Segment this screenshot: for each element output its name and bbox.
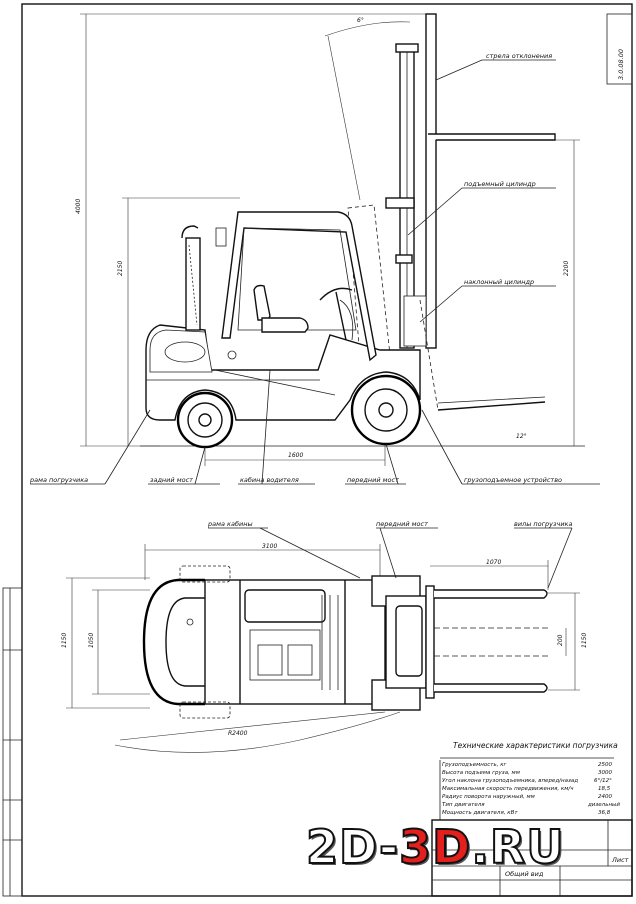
rear-wheel: [176, 391, 234, 449]
svg-text:18,5: 18,5: [598, 786, 611, 792]
spec-row: Радиус поворота наружный, мм 2400: [442, 794, 612, 800]
title-block: Лист Общий вид: [431, 819, 633, 897]
spec-row: Максимальная скорость передвижения, км/ч…: [442, 786, 611, 792]
driver-seat: [253, 284, 271, 321]
label-rear-axle: задний мост: [150, 476, 193, 484]
fork-raised: [428, 133, 556, 141]
top-view: 3100 1070 1150 1050 1150 200 R2400: [61, 520, 588, 753]
dim-wheelbase: 1600: [288, 452, 303, 459]
watermark-part3: .RU: [470, 819, 565, 875]
label-front-axle-top: передний мост: [376, 520, 428, 528]
seat-top: [244, 589, 326, 623]
spec-row: Тип двигателя дизельный: [442, 802, 620, 808]
dim-lift-height: 2200: [563, 261, 570, 276]
svg-text:Тип двигателя: Тип двигателя: [442, 802, 485, 808]
svg-text:Угол наклона грузоподъемника,: Угол наклона грузоподъемника, вперед/наз…: [442, 778, 578, 784]
svg-text:2500: 2500: [598, 762, 612, 768]
specs-title: Технические характеристики погрузчика: [453, 741, 618, 750]
dim-overall-length: 3100: [262, 543, 277, 550]
side-view: 4000 2150 2200 1600 6° 12°: [29, 13, 600, 485]
svg-text:Радиус поворота наружный, мм: Радиус поворота наружный, мм: [442, 794, 535, 800]
label-forks: вилы погрузчика: [514, 520, 572, 528]
fork-left-top: [434, 589, 548, 599]
carriage-top: [385, 595, 427, 689]
svg-text:дизельный: дизельный: [587, 802, 620, 808]
watermark-part1: 2D-: [305, 819, 400, 875]
label-lifting-device: грузоподъемное устройство: [464, 476, 562, 484]
svg-text:3000: 3000: [598, 770, 612, 776]
mast-outer: [425, 13, 437, 349]
spec-row: Высота подъема груза, мм 3000: [442, 770, 612, 776]
title-block-name: Общий вид: [505, 870, 544, 878]
dim-mast-tilt: 6°: [357, 17, 364, 24]
sheet-number: Лист: [611, 856, 629, 864]
label-front-axle: передний мост: [347, 476, 399, 484]
watermark-part2: 3D: [398, 819, 472, 875]
svg-text:Грузоподъемность, кг: Грузоподъемность, кг: [442, 762, 507, 768]
label-tilt-cylinder: наклонный цилиндр: [464, 278, 534, 286]
spec-row: Мощность двигателя, кВт 36,8: [442, 810, 611, 816]
dim-overall-height: 4000: [75, 199, 82, 214]
counterweight: [142, 578, 205, 706]
front-wheel: [350, 374, 422, 446]
dim-fork-spread: 200: [557, 634, 564, 646]
exhaust-pipe: [185, 237, 201, 331]
cab-frame: [221, 211, 377, 362]
label-cab: кабина водителя: [240, 476, 299, 484]
label-cab-frame: рама кабины: [207, 520, 253, 528]
dim-fork-length: 1070: [486, 559, 501, 566]
dim-cab-height: 2150: [117, 261, 124, 276]
label-lift-cylinder: подъемный цилиндр: [464, 180, 536, 188]
forklift-body: [145, 324, 421, 421]
sheet-frame: 3.0.08.00: [2, 3, 633, 897]
dim-body-width: 1050: [88, 633, 95, 648]
watermark-logo: 2D-3D.RU: [305, 816, 616, 878]
svg-text:Высота подъема груза, мм: Высота подъема груза, мм: [442, 770, 520, 776]
svg-text:6°/12°: 6°/12°: [594, 778, 612, 784]
dim-turn-radius: R2400: [228, 730, 248, 737]
label-frame: рама погрузчика: [29, 476, 88, 484]
label-mast: стрела отклонения: [486, 52, 552, 60]
spec-row: Угол наклона грузоподъемника, вперед/наз…: [442, 778, 612, 784]
dim-outer-fork: 1150: [581, 633, 588, 648]
dim-overall-width: 1150: [61, 633, 68, 648]
dim-ground-angle: 12°: [516, 433, 527, 440]
specs-table: Технические характеристики погрузчика Гр…: [439, 741, 620, 820]
svg-text:Максимальная скорость передвиж: Максимальная скорость передвижения, км/ч: [442, 786, 574, 792]
spec-row: Грузоподъемность, кг 2500: [442, 762, 612, 768]
fork-right-top: [434, 683, 548, 693]
top-right-code: 3.0.08.00: [617, 49, 625, 80]
code-box: [606, 13, 633, 85]
svg-text:2400: 2400: [598, 794, 612, 800]
svg-text:36,8: 36,8: [598, 810, 611, 816]
svg-text:Мощность двигателя, кВт: Мощность двигателя, кВт: [442, 810, 518, 816]
